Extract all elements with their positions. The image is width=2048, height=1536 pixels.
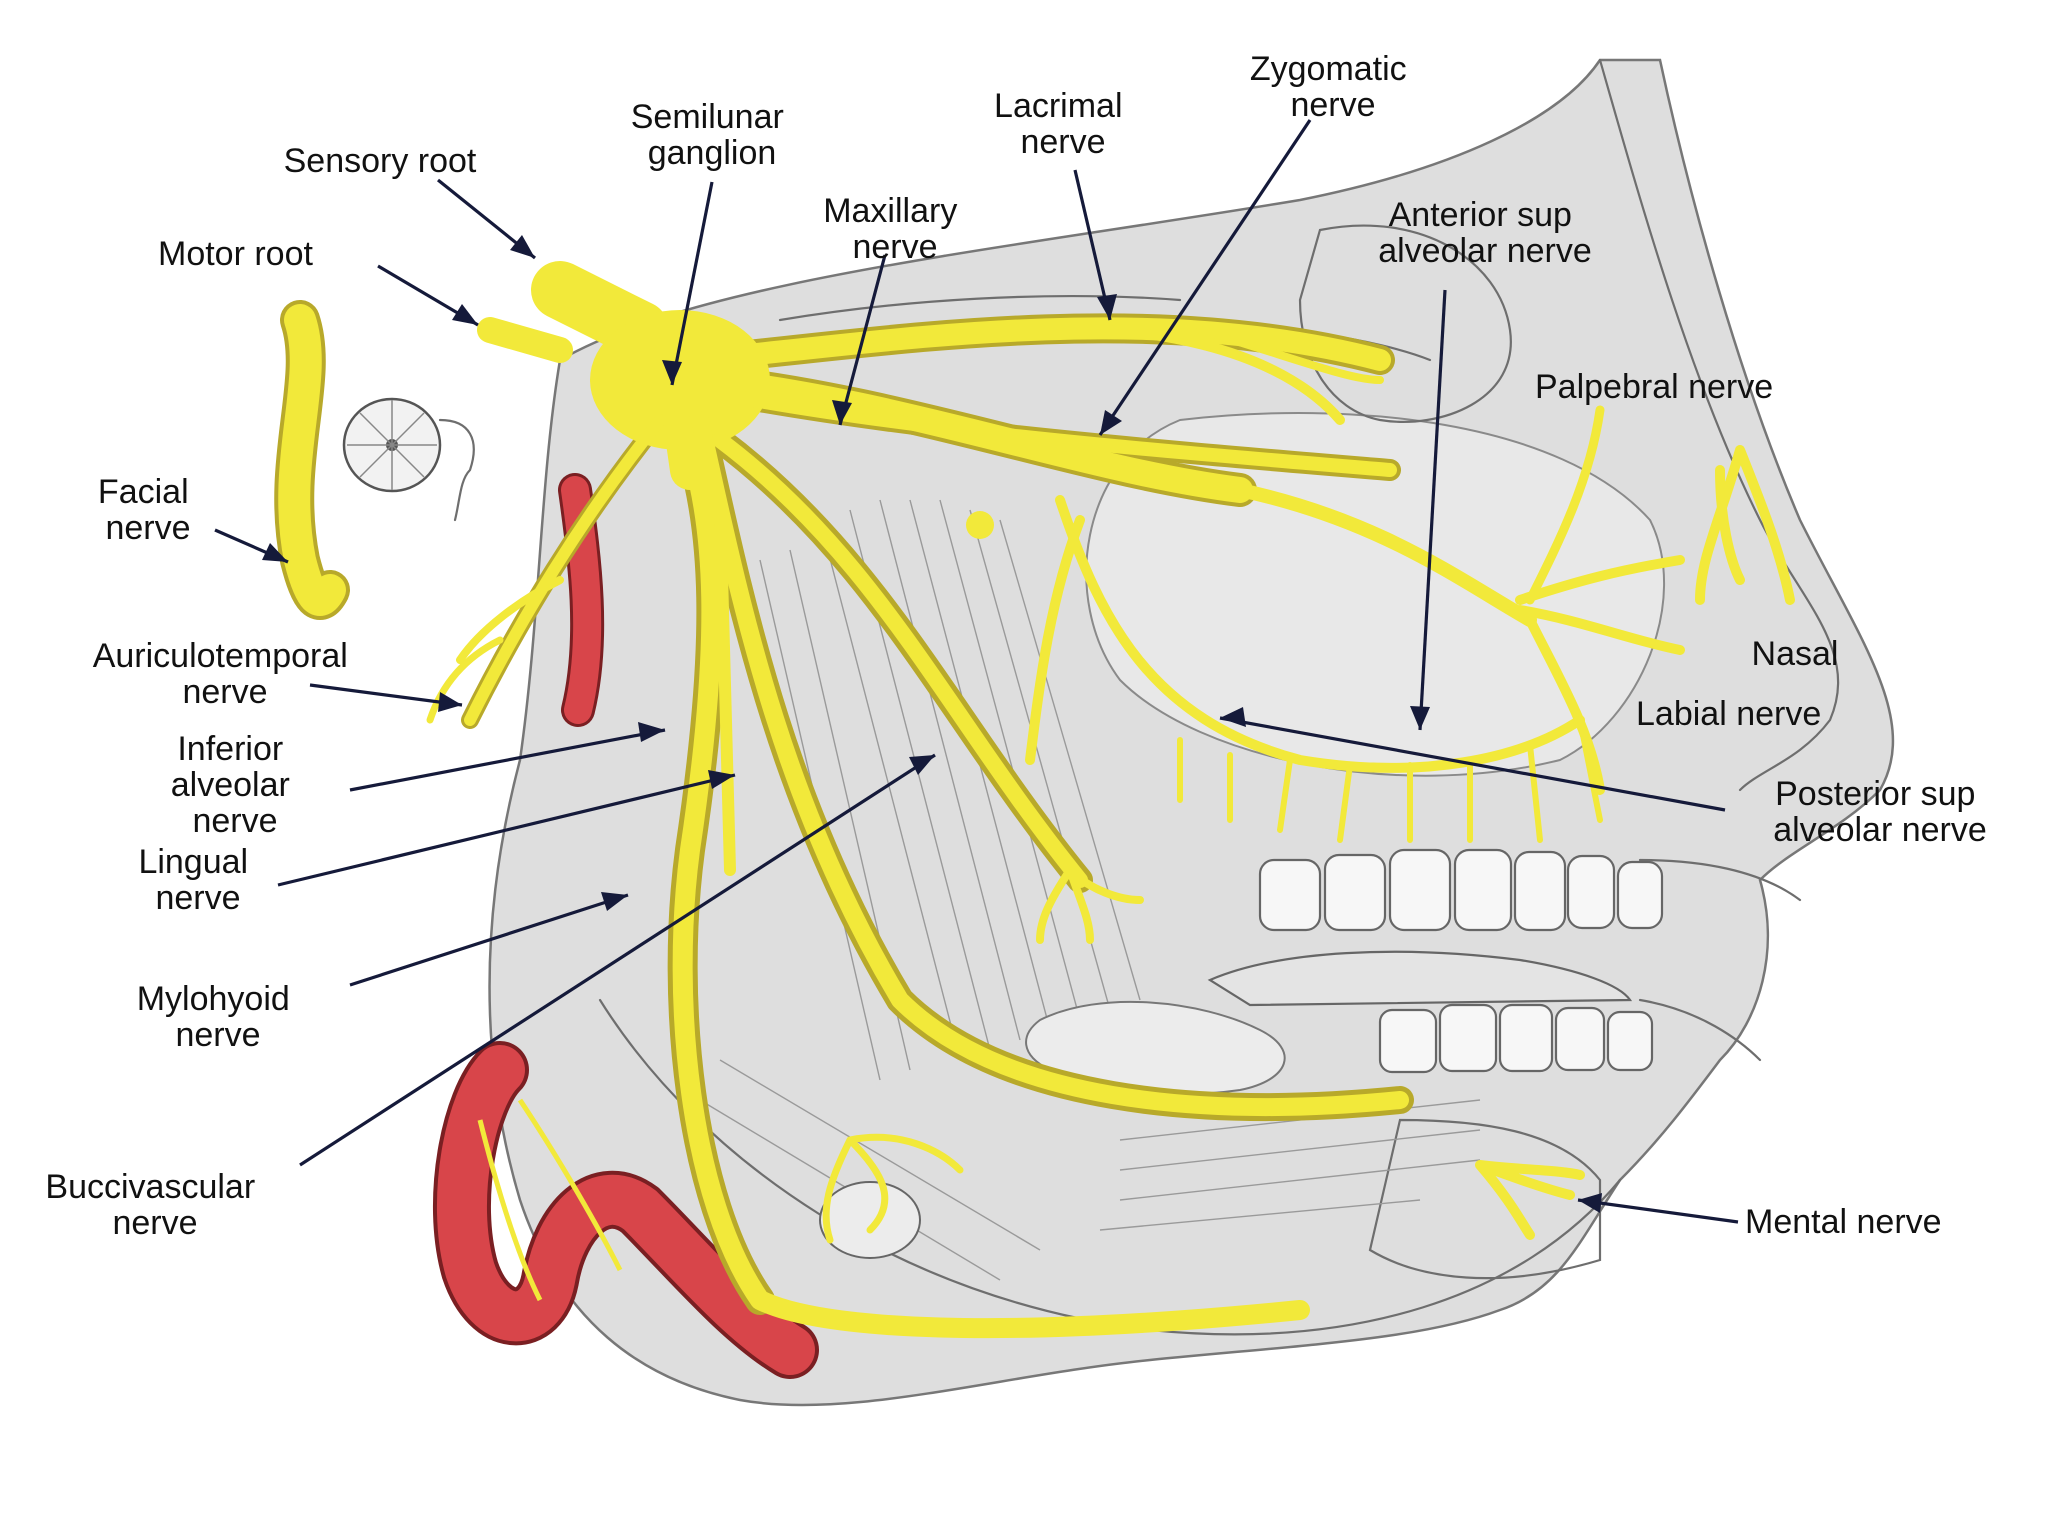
label-semilunar-ganglion: Semilunar ganglion [631, 98, 794, 172]
inferior-alveolar-nerve-branch [670, 410, 1310, 1339]
labels: Sensory root Semilunar ganglion Maxillar… [45, 50, 1986, 1242]
label-auriculotemporal-nerve: Auriculotemporal nerve [93, 637, 358, 711]
label-lacrimal-nerve: Lacrimal nerve [994, 87, 1132, 161]
label-sensory-root: Sensory root [284, 142, 477, 180]
label-posterior-sup-alveolar-nerve: Posterior sup alveolar nerve [1773, 775, 1987, 849]
facial-nerve-shape [278, 304, 346, 616]
label-labial-nerve: Labial nerve [1636, 695, 1821, 733]
superior-alveolar-plexus [1055, 495, 1585, 773]
nasal-nerve-branch [1695, 445, 1795, 605]
ear-structure [342, 397, 475, 522]
label-buccivascular-nerve: Buccivascular nerve [45, 1168, 264, 1242]
leader-arrowheads [262, 235, 1602, 1213]
buccal-nerve-branch [712, 432, 1088, 888]
label-inferior-alveolar-nerve: Inferior alveolar nerve [171, 730, 300, 840]
motor-root-nerve [477, 317, 573, 363]
label-mental-nerve: Mental nerve [1745, 1203, 1942, 1241]
submandibular-ganglion-body [819, 1181, 921, 1259]
lingual-nerve-branch [691, 411, 1409, 1116]
sensory-root-nerve [531, 261, 669, 359]
label-anterior-sup-alveolar-nerve: Anterior sup alveolar nerve [1378, 196, 1592, 270]
label-facial-nerve: Facial nerve [98, 473, 198, 547]
mylohyoid-nerve-branch [714, 494, 736, 876]
lip-outline [1638, 858, 1802, 1062]
auriculotemporal-nerve-branch [464, 414, 666, 726]
palpebral-nerve-branch [1525, 405, 1605, 605]
mental-nerve-branch [1475, 1160, 1585, 1240]
zygomatic-nerve-branch [693, 383, 1397, 477]
label-zygomatic-nerve: Zygomatic nerve [1250, 50, 1416, 124]
label-maxillary-nerve: Maxillary nerve [823, 192, 967, 266]
trigeminal-nerve-branches [274, 261, 1795, 1339]
lower-teeth [1378, 1003, 1654, 1074]
label-mylohyoid-nerve: Mylohyoid nerve [137, 980, 300, 1054]
leader-lines [214, 119, 1739, 1224]
label-motor-root: Motor root [158, 235, 313, 273]
label-lingual-nerve: Lingual nerve [138, 843, 257, 917]
pterygopalatine-ganglion [966, 511, 994, 539]
label-palpebral-nerve: Palpebral nerve [1535, 368, 1773, 406]
upper-teeth [1258, 848, 1664, 932]
label-nasal: Nasal [1752, 635, 1839, 673]
tongue [1207, 950, 1633, 1007]
orbit-outline [1298, 224, 1512, 423]
